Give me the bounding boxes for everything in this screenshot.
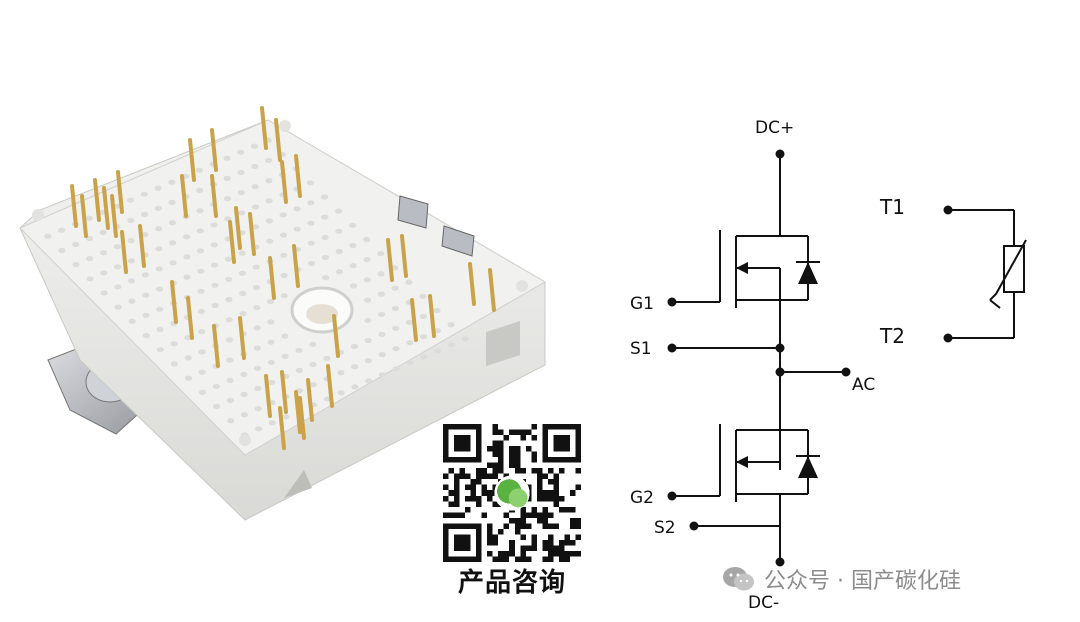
body-diode-lower (798, 456, 818, 478)
node-ac (841, 367, 851, 377)
node-g1 (667, 297, 677, 307)
node-s2 (689, 521, 699, 531)
body-diode-upper (798, 262, 818, 284)
data-matrix-code (486, 321, 520, 367)
gold-pins (70, 106, 496, 450)
thermistor-body (1003, 245, 1025, 293)
label-dc-minus: DC- (748, 593, 779, 613)
label-s2: S2 (654, 518, 676, 538)
signal-terminal-tab (441, 225, 475, 257)
node-t2 (943, 333, 953, 343)
mosfet-arrow-upper (736, 262, 748, 274)
wechat-icon (723, 567, 754, 591)
wechat-logo-in-qr (494, 475, 530, 511)
qr-caption: 产品咨询 (457, 568, 566, 598)
module-body-top (19, 119, 546, 456)
watermark-text: 公众号 · 国产碳化硅 (764, 569, 961, 594)
power-module-photo (19, 106, 546, 521)
qr-code[interactable] (443, 424, 581, 562)
label-g1: G1 (630, 294, 654, 314)
label-t1: T1 (879, 195, 905, 219)
label-t2: T2 (879, 324, 905, 348)
node-t1 (943, 205, 953, 215)
mosfet-arrow-lower (736, 456, 748, 468)
label-g2: G2 (630, 488, 654, 508)
node-dc-plus (775, 149, 785, 159)
brand-logo-mark (284, 470, 312, 498)
node-s1 (667, 343, 677, 353)
label-s1: S1 (630, 339, 652, 359)
circuit-schematic: DC+ G1 S1 AC G2 S2 DC- T1 T2 (630, 118, 1027, 613)
node-dc-minus (775, 557, 785, 567)
label-dc-plus: DC+ (755, 118, 794, 138)
node-g2 (667, 491, 677, 501)
signal-terminal-tab (397, 195, 429, 229)
label-ac: AC (852, 375, 875, 395)
watermark: 公众号 · 国产碳化硅 (722, 562, 961, 596)
